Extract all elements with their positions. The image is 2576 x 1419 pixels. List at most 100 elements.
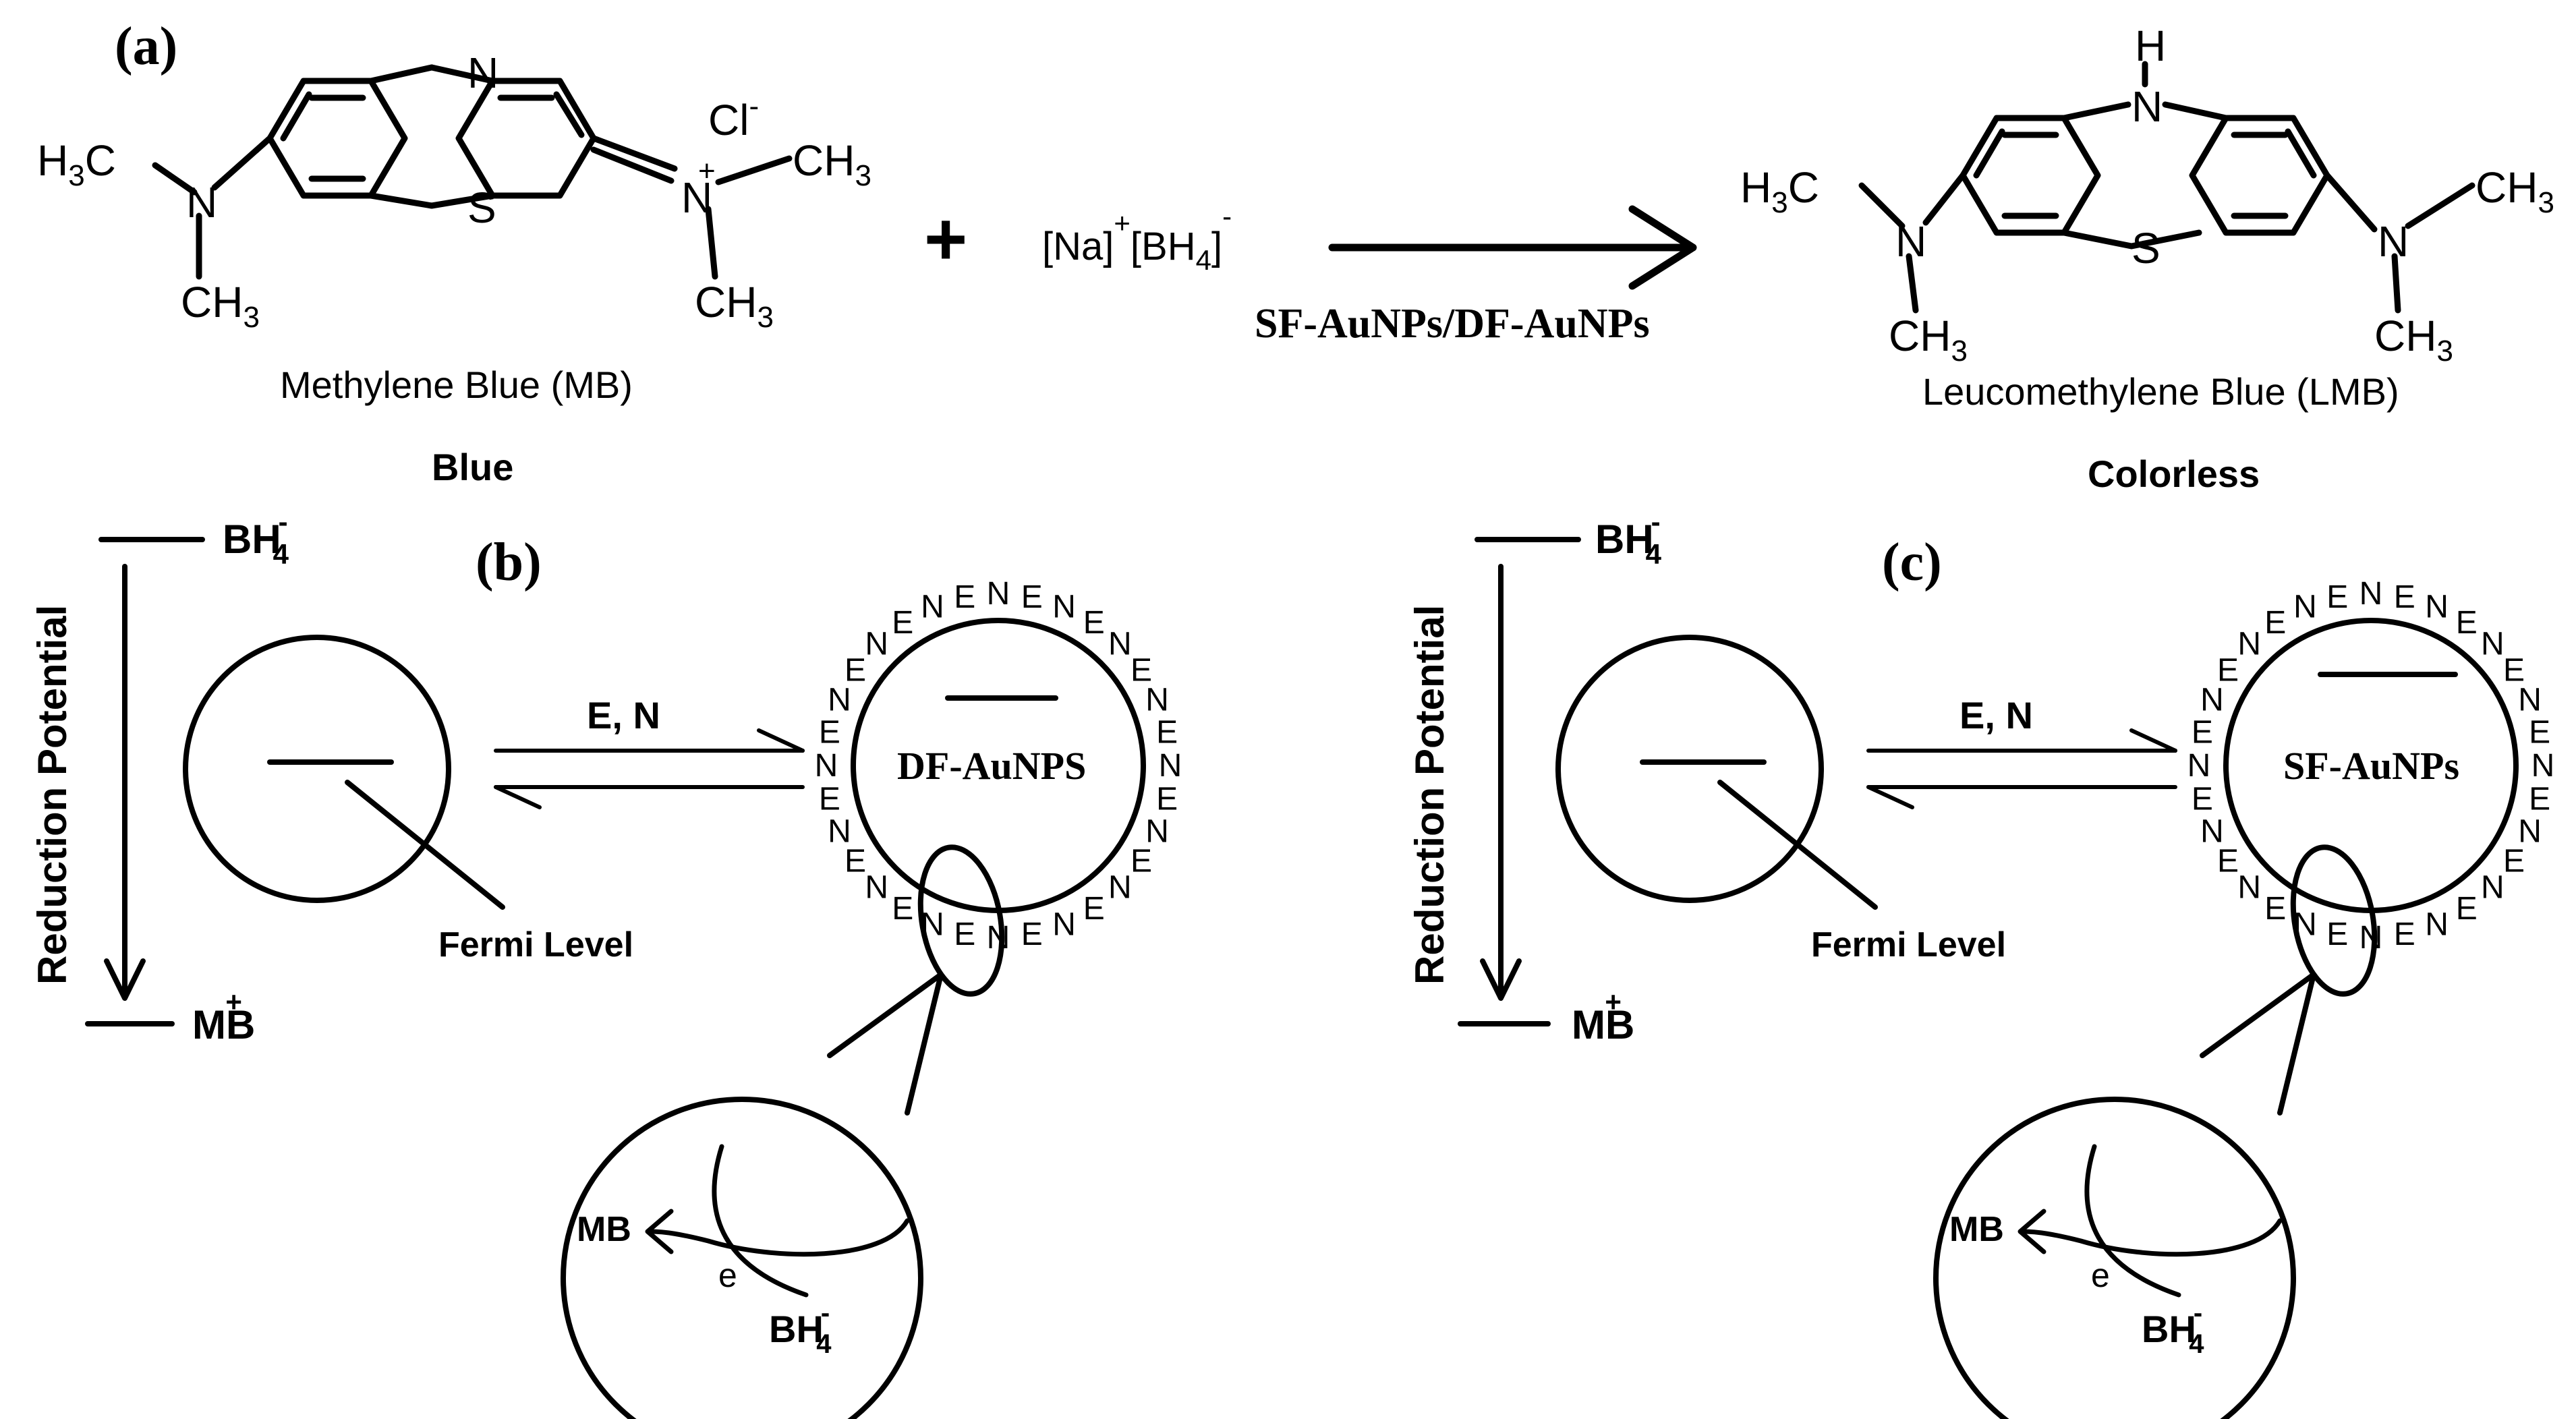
panel-b-shell-letter: N bbox=[865, 627, 888, 662]
panel-b-fermi-label: Fermi Level bbox=[438, 925, 633, 964]
mb-ch3-bottom-right: CH3 bbox=[695, 278, 774, 334]
panel-b-nanoparticle-label: DF-AuNPS bbox=[897, 744, 1086, 788]
panel-b-shell-letter: N bbox=[1159, 748, 1182, 784]
panel-c-shell-letter: E bbox=[2192, 714, 2213, 750]
lmb-ring-nitrogen: N bbox=[2131, 82, 2163, 131]
lmb-ch3-bottom-right: CH3 bbox=[2374, 312, 2453, 368]
panel-c-shell-letter: N bbox=[2518, 682, 2542, 718]
panel-c-metal-particle bbox=[1555, 635, 1878, 910]
panel-a-label: (a) bbox=[115, 17, 177, 76]
panel-b-equilibrium-arrows bbox=[494, 728, 805, 809]
panel-c-shell-letter: N bbox=[2293, 907, 2317, 943]
panel-c-detail-mb: MB bbox=[1949, 1210, 2004, 1249]
panel-b-shell-letter: E bbox=[1083, 605, 1105, 641]
panel-c-shell-letter: E bbox=[2326, 579, 2348, 615]
panel-b-shell-letter: E bbox=[954, 917, 975, 952]
panel-c-shell-letter: E bbox=[2192, 782, 2213, 817]
panel-b-shell-letter: N bbox=[815, 748, 838, 784]
panel-c-shell-letter: E bbox=[2529, 782, 2550, 817]
panel-b-shell-letter: E bbox=[1021, 579, 1043, 615]
panel-b-shell-letter: E bbox=[1130, 844, 1152, 879]
mb-ring-sulfur: S bbox=[467, 183, 496, 232]
methylene-blue-structure bbox=[152, 64, 793, 280]
panel-c-shell-letter: E bbox=[2503, 844, 2525, 879]
panel-b-bottom-species: MB+ bbox=[192, 986, 255, 1047]
mb-ch3-bottom-left: CH3 bbox=[181, 278, 260, 334]
panel-c-shell-letter: N bbox=[2200, 814, 2224, 850]
panel-b-shell-letter: E bbox=[1083, 891, 1105, 927]
lmb-ch3-right: CH3 bbox=[2475, 163, 2554, 219]
panel-c-detail-electron: e bbox=[2091, 1256, 2110, 1294]
panel-c-shell-letter: N bbox=[2237, 869, 2261, 905]
panel-b-metal-particle bbox=[183, 635, 505, 910]
panel-b-shell-letter: N bbox=[987, 920, 1010, 956]
sodium-borohydride: [Na]+[BH4]- bbox=[1042, 200, 1232, 276]
panel-c-shell-letter: E bbox=[2394, 917, 2415, 952]
panel-b-shell-letter: E bbox=[819, 714, 840, 750]
panel-b-detail-bh4: BH-4 bbox=[769, 1298, 832, 1359]
product-name: Leucomethylene Blue (LMB) bbox=[1922, 370, 2399, 413]
mb-ch3-right: CH3 bbox=[793, 136, 871, 192]
leucomethylene-blue-atoms: H N S N N H3C CH3 CH3 CH3 bbox=[1740, 22, 2554, 368]
panel-b-shell-letter: E bbox=[845, 652, 866, 688]
mb-chloride: Cl- bbox=[708, 90, 759, 144]
panel-c-fermi-label: Fermi Level bbox=[1811, 925, 2006, 964]
panel-b-equilibrium-label: E, N bbox=[587, 694, 660, 736]
panel-b-shell-letter: E bbox=[892, 891, 913, 927]
sodium-label: [Na]+[BH4]- bbox=[1042, 200, 1232, 276]
panel-c-shell-letter: N bbox=[2481, 869, 2505, 905]
panel-c-label: (c) bbox=[1882, 533, 1942, 592]
panel-c-shell-letter: N bbox=[2359, 576, 2383, 612]
panel-b-label: (b) bbox=[476, 533, 542, 592]
mb-left-nitrogen: N bbox=[186, 178, 217, 227]
panel-c-shell-letter: N bbox=[2359, 920, 2383, 956]
panel-c-shell-letter: E bbox=[2264, 605, 2286, 641]
panel-c-shell-letter: E bbox=[2529, 714, 2550, 750]
panel-c-shell-letter: N bbox=[2425, 907, 2449, 943]
panel-c-shell-letter: N bbox=[2200, 682, 2224, 718]
panel-c-shell-letter: N bbox=[2187, 748, 2211, 784]
mb-h3c-left: H3C bbox=[37, 136, 116, 192]
panel-b-top-species: BH-4 bbox=[223, 506, 289, 570]
panel-b-shell-letter: N bbox=[828, 814, 851, 850]
panel-a: (a) N S bbox=[37, 17, 2554, 495]
panel-b-shell-letter: E bbox=[845, 844, 866, 879]
panel-c-shell-letter: E bbox=[2394, 579, 2415, 615]
panel-c-shell-letter: E bbox=[2326, 917, 2348, 952]
panel-c-shell-letter: E bbox=[2456, 605, 2478, 641]
lmb-right-nitrogen: N bbox=[2378, 217, 2409, 266]
panel-c-equilibrium-arrows bbox=[1866, 728, 2177, 809]
panel-c-equilibrium-label: E, N bbox=[1959, 694, 2033, 736]
energy-level-axis bbox=[85, 537, 205, 1026]
panel-b-electron-transfer bbox=[645, 1144, 910, 1298]
panel-b-shell-letter: N bbox=[1145, 682, 1169, 718]
panel-b-shell-letter: E bbox=[1130, 652, 1152, 688]
panel-b-shell-letter: N bbox=[921, 589, 944, 625]
panel-b-detail-mb: MB bbox=[577, 1210, 631, 1249]
panel-b: (b) BH-4 MB+ Reduction Potential Fermi L… bbox=[30, 506, 1182, 1419]
reactant-name: Methylene Blue (MB) bbox=[280, 364, 633, 406]
panel-b-shell-letter: N bbox=[1108, 869, 1132, 905]
panel-c-shell-letter: N bbox=[2518, 814, 2542, 850]
panel-b-shell-letter: N bbox=[828, 682, 851, 718]
panel-c-axis-label: Reduction Potential bbox=[1407, 605, 1452, 985]
panel-c-shell-letter: N bbox=[2481, 627, 2505, 662]
panel-c-shell-letter: N bbox=[2237, 627, 2261, 662]
panel-c-shell-letter: E bbox=[2217, 652, 2239, 688]
panel-c-top-species: BH-4 bbox=[1595, 506, 1662, 570]
panel-b-shell-letter: E bbox=[819, 782, 840, 817]
panel-b-shell-letter: N bbox=[865, 869, 888, 905]
panel-c-nanoparticle-label: SF-AuNPs bbox=[2283, 744, 2459, 788]
mb-right-nitrogen: N bbox=[681, 173, 712, 222]
panel-c-shell-letter: E bbox=[2217, 844, 2239, 879]
mb-ring-nitrogen: N bbox=[467, 49, 498, 97]
panel-b-nanoparticle bbox=[561, 618, 1146, 1419]
lmb-ring-sulfur: S bbox=[2131, 224, 2160, 272]
panel-c-shell-letter: N bbox=[2425, 589, 2449, 625]
plus-sign: + bbox=[924, 198, 967, 281]
lmb-ch3-bottom-left: CH3 bbox=[1889, 312, 1968, 368]
panel-b-shell-letter: N bbox=[921, 907, 944, 943]
reaction-arrow bbox=[1328, 205, 1697, 290]
